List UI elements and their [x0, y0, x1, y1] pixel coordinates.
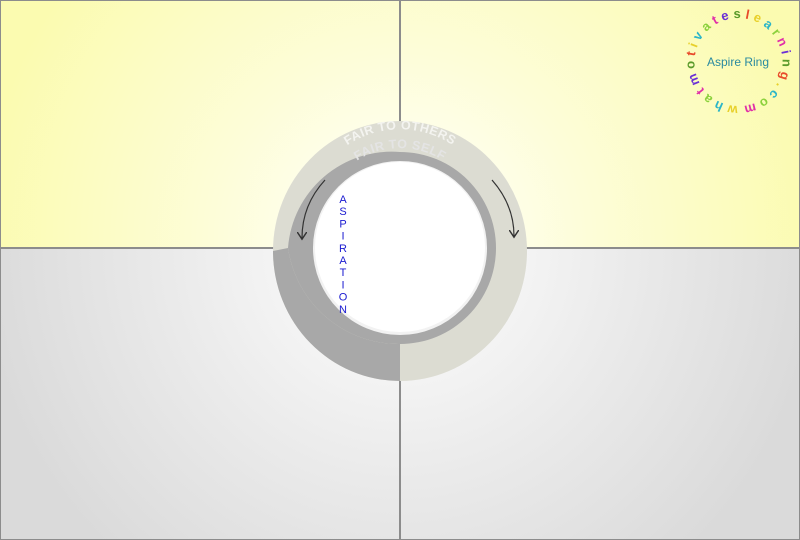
logo-title: Aspire Ring	[707, 55, 769, 69]
right-arrow-icon	[491, 179, 514, 236]
left-arrow-icon	[302, 179, 326, 238]
center-circle	[315, 162, 485, 332]
inner-ring-lower-band	[273, 248, 400, 381]
